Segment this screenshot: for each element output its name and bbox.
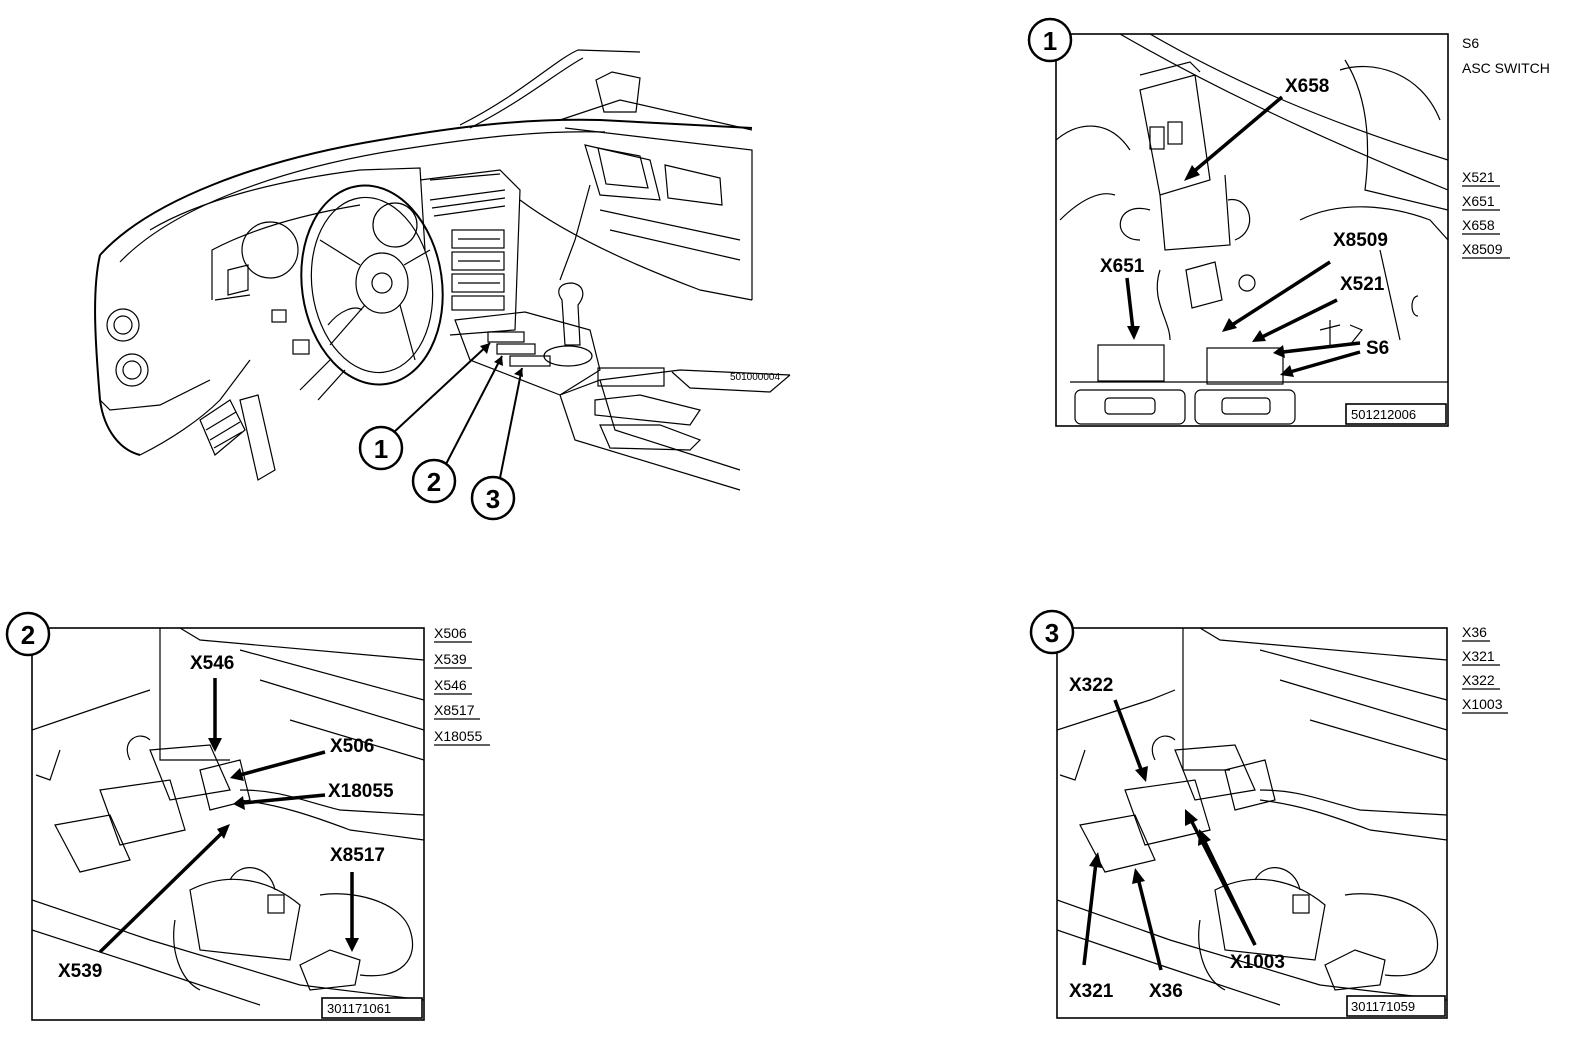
label-x539: X539: [58, 961, 102, 982]
legend-asc-switch: ASC SWITCH: [1462, 60, 1550, 76]
overview-leaders: [392, 342, 523, 489]
legend-s6: S6: [1462, 35, 1479, 51]
legend-x658: X658: [1462, 217, 1495, 233]
overview-callout-3: 3: [470, 475, 516, 521]
panel-2-number: 2: [21, 620, 35, 650]
label-x18055: X18055: [328, 781, 394, 802]
label-x651: X651: [1100, 256, 1145, 277]
label-x8517: X8517: [330, 845, 385, 866]
panel-3: X322 X321 X36 X1003 301171059 3: [1029, 609, 1448, 1019]
svg-text:1: 1: [374, 434, 388, 464]
panel-3-legend: X36 X321 X322 X1003: [1462, 624, 1508, 714]
panel-1: X658 X651 X8509 X521 S6 501212006 1: [1027, 17, 1449, 427]
legend-x18055: X18055: [434, 728, 482, 744]
label-s6: S6: [1366, 338, 1389, 359]
panel-3-code: 301171059: [1351, 999, 1415, 1014]
label-x658: X658: [1285, 76, 1329, 97]
label-x546: X546: [190, 653, 234, 674]
legend-x8509: X8509: [1462, 241, 1503, 257]
overview-figure-code: 501000004: [730, 372, 780, 383]
panel-3-number: 3: [1045, 618, 1059, 648]
panel-1-number: 1: [1043, 26, 1057, 56]
label-x36: X36: [1149, 981, 1183, 1002]
legend-x322: X322: [1462, 672, 1495, 688]
legend-x651: X651: [1462, 193, 1495, 209]
panel-1-code: 501212006: [1351, 407, 1416, 422]
label-x1003: X1003: [1230, 952, 1285, 973]
panel-2-legend: X506 X539 X546 X8517 X18055: [434, 625, 490, 746]
legend-x521: X521: [1462, 169, 1495, 185]
label-x8509: X8509: [1333, 230, 1388, 251]
panel-2-code: 301171061: [327, 1001, 391, 1016]
panel-1-legend: S6 ASC SWITCH X521 X651 X658 X8509: [1462, 35, 1550, 259]
legend-x36: X36: [1462, 624, 1487, 640]
label-x321: X321: [1069, 981, 1114, 1002]
panel-2: X546 X506 X18055 X8517 X539 301171061 2: [5, 611, 425, 1021]
legend-x1003: X1003: [1462, 696, 1503, 712]
label-x521: X521: [1340, 274, 1385, 295]
legend-x506: X506: [434, 625, 467, 641]
legend-x539: X539: [434, 651, 467, 667]
svg-text:3: 3: [486, 484, 500, 514]
dashboard-illustration: [94, 49, 791, 491]
overview-callout-2: 2: [411, 458, 457, 504]
label-x506: X506: [330, 736, 374, 757]
label-x322: X322: [1069, 675, 1113, 696]
legend-x546: X546: [434, 677, 467, 693]
svg-text:2: 2: [427, 467, 441, 497]
legend-x321: X321: [1462, 648, 1495, 664]
overview-callout-1: 1: [358, 425, 404, 471]
legend-x8517: X8517: [434, 702, 475, 718]
